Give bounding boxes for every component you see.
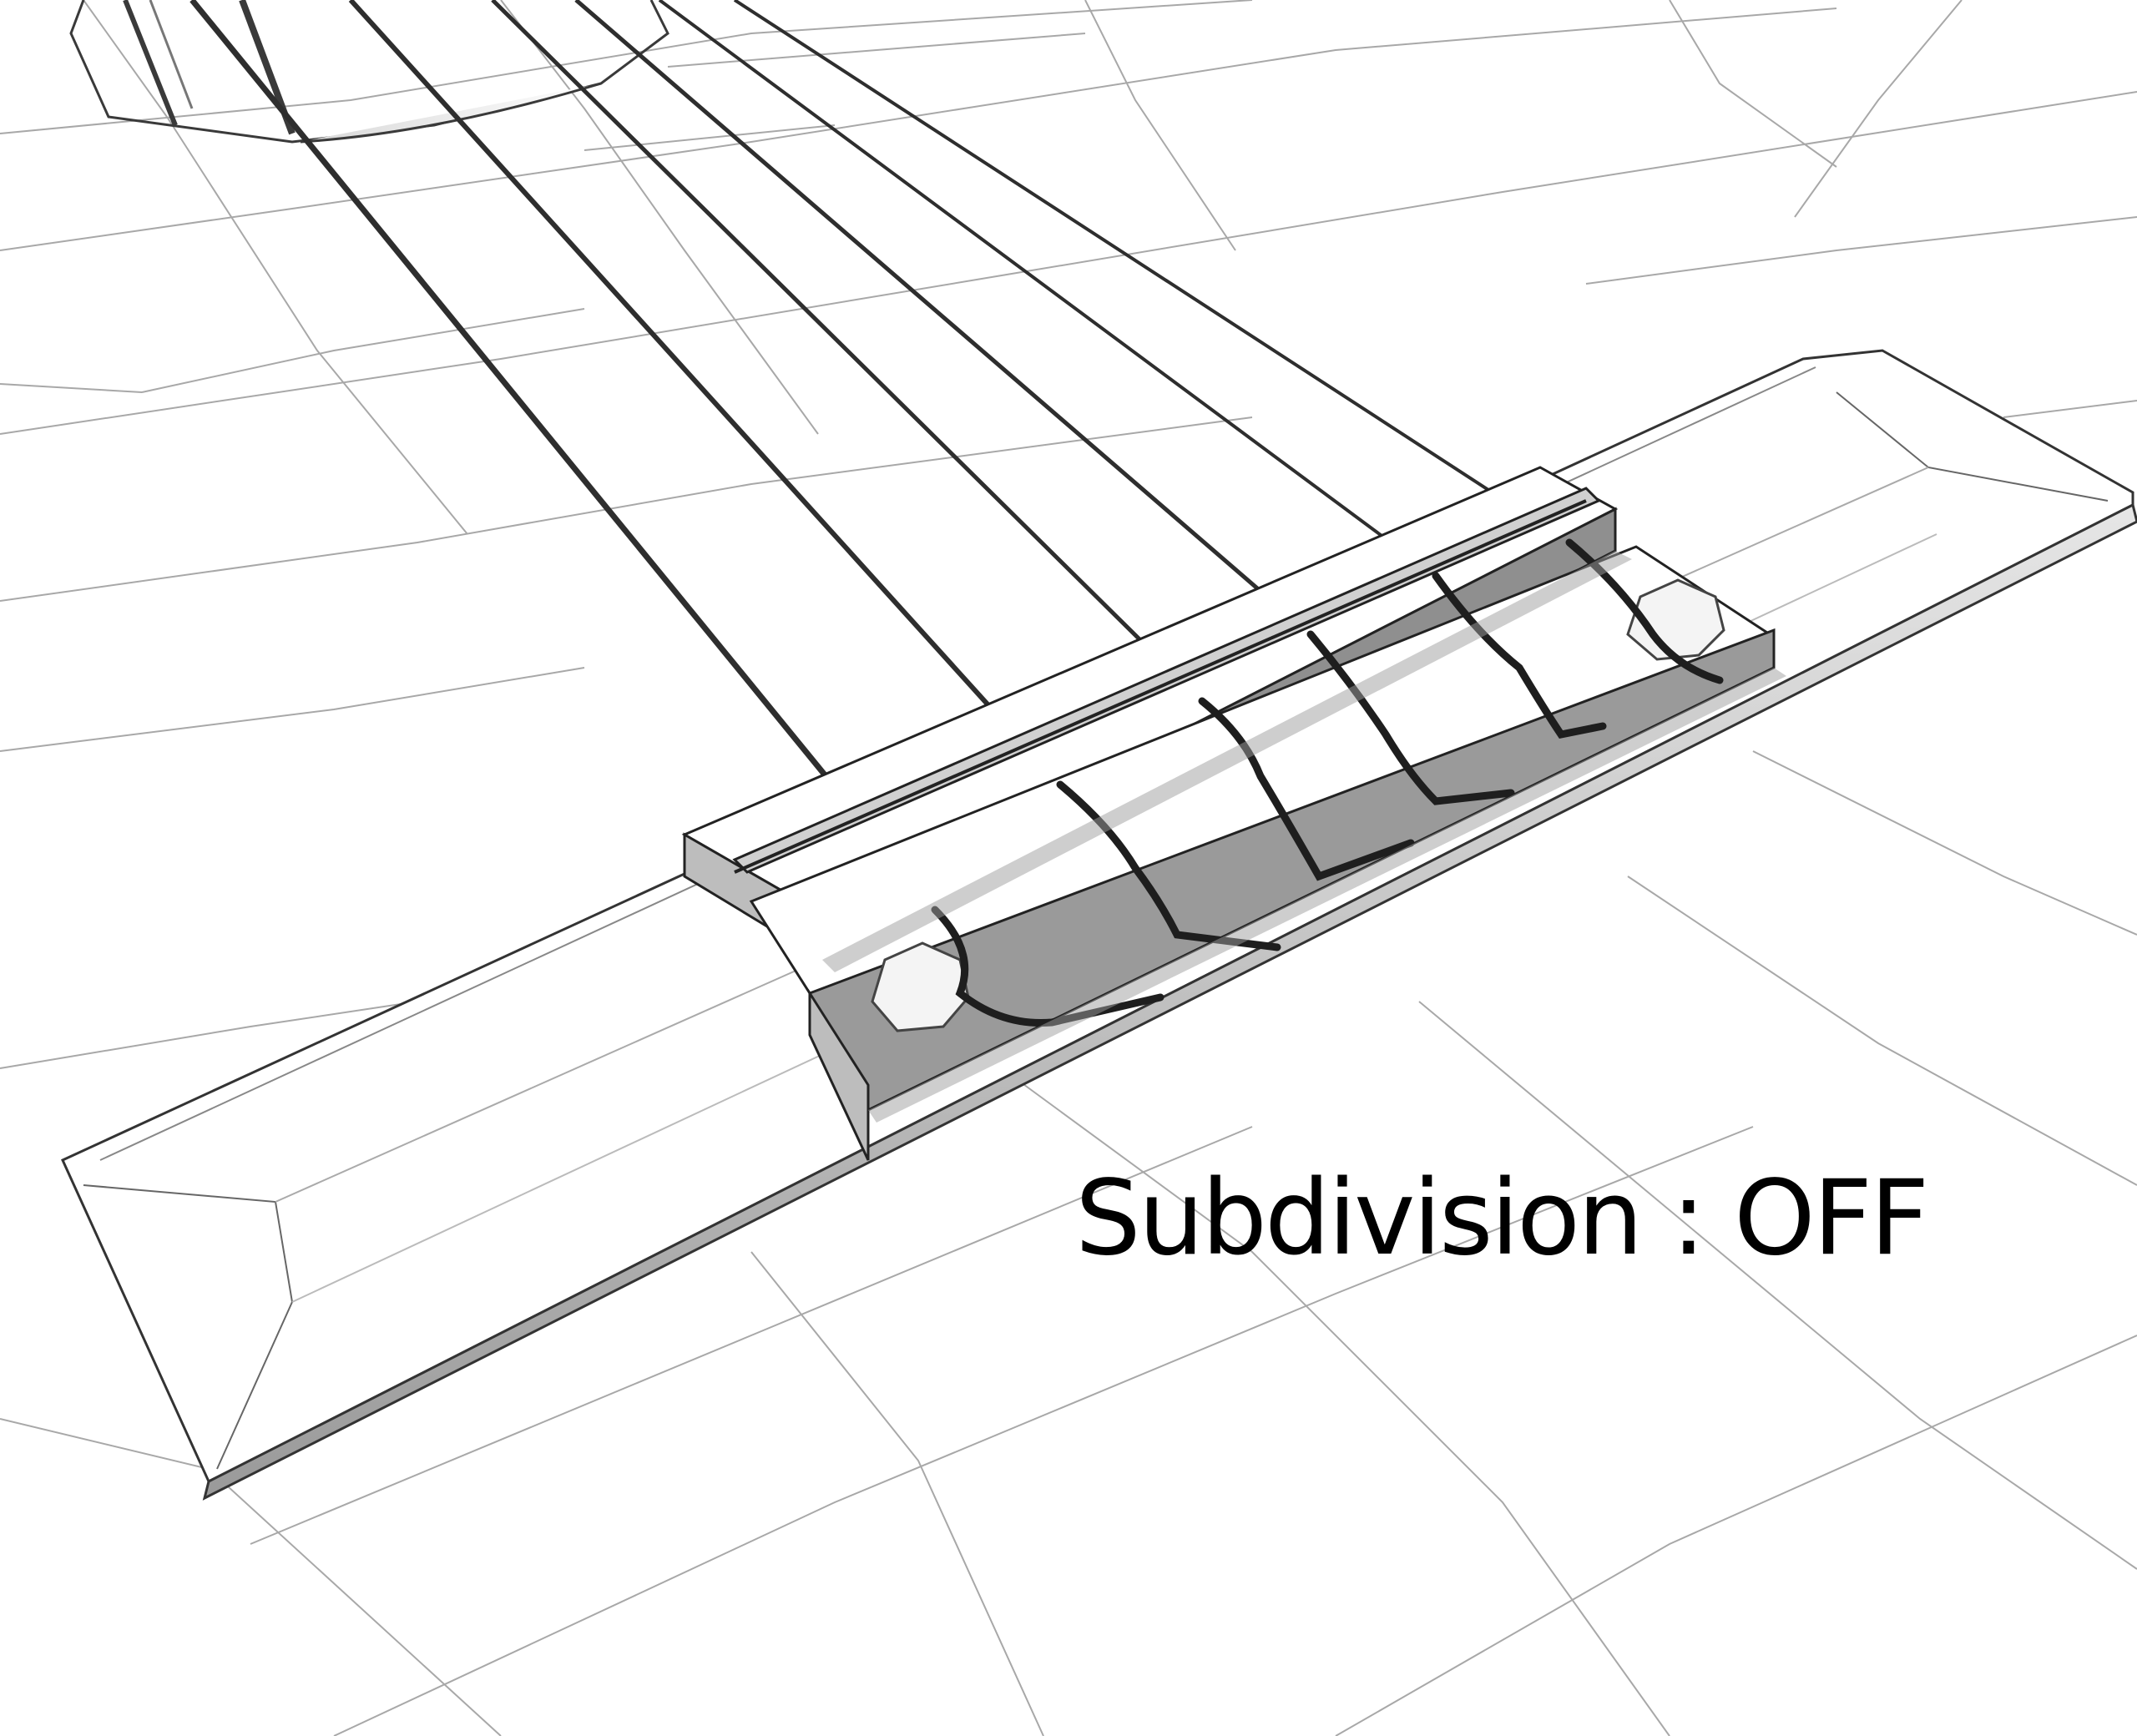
guitar-strings (189, 0, 1571, 912)
bridge-tie-block (749, 545, 1776, 1161)
guitar-string-5 (658, 0, 1437, 578)
guitar-string-3 (491, 0, 1204, 703)
pin-hole-right (1626, 578, 1725, 661)
guitar-string-4 (574, 0, 1312, 636)
pin-hole-left (871, 941, 970, 1032)
guitar-string-1 (189, 0, 937, 912)
subdivision-status-label: Subdivision : OFF (1075, 1158, 1929, 1279)
bridge-pin-holes (871, 578, 1725, 1032)
guitar-string-6 (733, 0, 1571, 544)
guitar-string-2 (348, 0, 1063, 787)
contact-shadows (822, 551, 1786, 1123)
